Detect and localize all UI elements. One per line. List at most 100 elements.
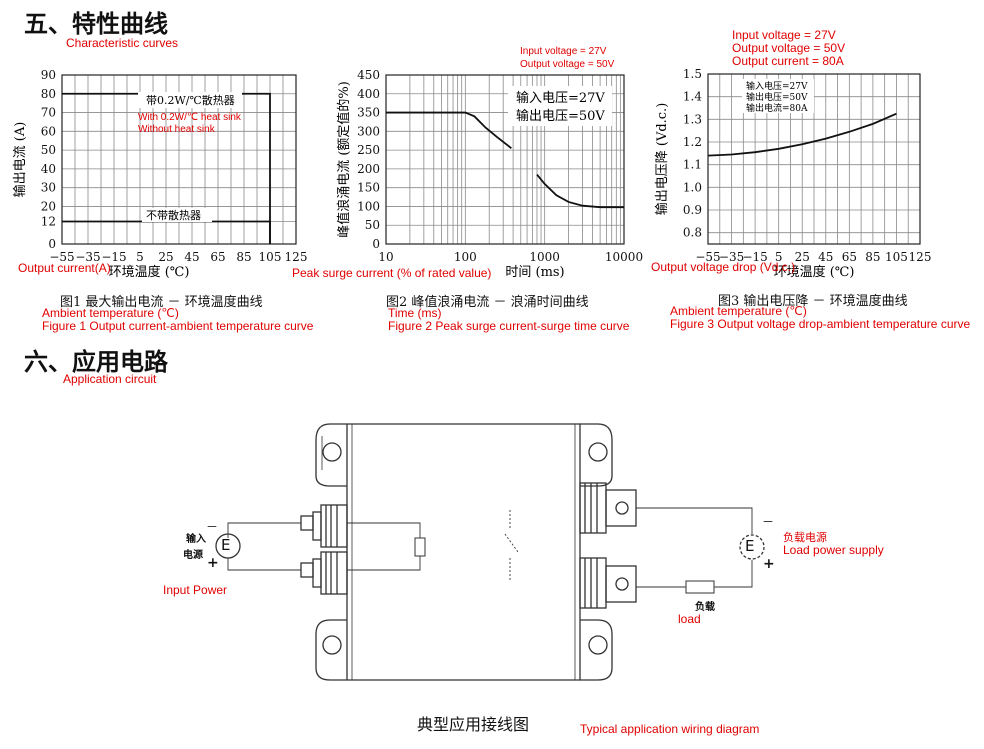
legend-line: 输出电压=50V [516,108,605,124]
y-tick-label: 1.4 [683,90,702,104]
load-cn: 负载 [695,602,715,613]
input-minus-sign: － [206,520,219,534]
y-tick-label: 60 [41,124,56,138]
y-tick-label: 20 [41,199,56,213]
input-source [215,533,241,559]
input-label-1: 输入 [186,534,206,545]
circuit-caption-en: Typical application wiring diagram [580,722,760,736]
y-tick-label: 70 [41,106,56,120]
x-axis-label: 环境温度 (℃) [774,264,855,280]
y-tick-label: 0 [372,237,380,251]
y-axis-label: 输出电压降 (Vd.c.) [654,103,670,216]
fig2-caption-en-1: Time (ms) [388,306,442,320]
input-source-symbol: E [221,536,231,554]
x-tick-label: −15 [742,250,767,264]
y-tick-label: 200 [357,162,380,176]
plot-frame [61,74,297,245]
x-axis-label: 环境温度 (℃) [109,264,190,280]
y-tick-label: 250 [357,143,380,157]
x-tick-label: −15 [101,250,126,264]
internal-resistor [414,537,426,557]
fig1-ylabel-en: Output current(A) [18,261,111,275]
fig2-ylabel-en: Peak surge current (% of rated value) [292,266,492,280]
input-terminal-positive [300,504,348,548]
series-line-2 [62,220,271,244]
section-6-subtitle: Application circuit [63,372,157,386]
fig2-top-note-1: Input voltage = 27V [520,46,607,57]
x-tick-label: −35 [75,250,100,264]
x-axis-label: 时间 (ms) [505,265,564,280]
y-tick-label: 300 [357,124,380,138]
y-tick-label: 400 [357,87,380,101]
circuit-caption: 典型应用接线图 [417,715,530,734]
legend-line: 输入电压=27V [516,90,605,106]
label-background [138,92,242,108]
x-tick-label: 5 [136,250,144,264]
x-tick-label: 10000 [605,250,643,264]
load-supply-en: Load power supply [783,543,884,557]
y-tick-label: 0.8 [683,226,702,240]
y-axis-label: 输出电流 (A) [12,122,28,198]
internal-switch [504,510,519,580]
x-tick-label: 105 [259,250,282,264]
legend-line: 输入电压=27V [746,80,808,92]
y-tick-label: 1.1 [683,158,702,172]
section-5-subtitle: Characteristic curves [66,36,179,50]
series-line-1 [386,111,512,149]
plot-frame [707,73,921,245]
y-tick-label: 50 [41,143,56,157]
series-label-with-heatsink-en: With 0.2W/℃ heat sink [138,112,242,123]
load-resistor [685,580,715,594]
x-tick-label: 25 [795,250,810,264]
y-tick-label: 12 [41,214,56,228]
load-en: load [678,612,701,626]
x-tick-label: −55 [695,250,720,264]
input-plus-sign: + [207,555,219,571]
input-power-en: Input Power [163,583,228,597]
y-tick-label: 350 [357,106,380,120]
y-tick-label: 0 [48,237,56,251]
input-terminal-negative [300,551,348,595]
load-supply-symbol: E [745,537,755,555]
y-tick-label: 50 [365,218,380,232]
fig3-caption-en-2: Figure 3 Output voltage drop-ambient tem… [670,317,971,331]
legend-line: 输出电压=50V [746,91,808,103]
plot-frame [385,74,625,245]
x-tick-label: 65 [842,250,857,264]
x-tick-label: 125 [285,250,308,264]
x-tick-label: −55 [49,250,74,264]
legend-line: 输出电流=80A [746,102,808,114]
fig3-top-note-3: Output current = 80A [732,54,844,68]
legend-background [742,79,814,113]
y-tick-label: 150 [357,181,380,195]
label-background [142,208,212,222]
series-line-1 [707,112,897,157]
x-tick-label: 45 [184,250,199,264]
x-tick-label: 85 [865,250,880,264]
fig3-ylabel-en: Output voltage drop (Vd.c.) [651,260,796,274]
y-tick-label: 1.2 [683,135,702,149]
series-label-without-heatsink-en: Without heat sink [138,124,216,135]
fig3-top-note-1: Input voltage = 27V [732,28,836,42]
fig3-top-note-2: Output voltage = 50V [732,41,846,55]
fig1-caption: 图1 最大输出电流 － 环境温度曲线 [60,295,263,310]
series-label-with-heatsink: 带0.2W/℃散热器 [146,93,235,107]
x-tick-label: 105 [885,250,908,264]
x-tick-label: 5 [775,250,783,264]
series-line-2 [536,173,624,209]
fig1-caption-en-1: Ambient temperature (℃) [42,306,179,320]
x-tick-label: 85 [236,250,251,264]
output-terminal-bottom [579,557,637,609]
fig3-caption: 图3 输出电压降 － 环境温度曲线 [718,294,908,309]
y-tick-label: 0.9 [683,203,702,217]
fig2-caption-en-2: Figure 2 Peak surge current-surge time c… [388,319,630,333]
y-tick-label: 30 [41,181,56,195]
x-tick-label: 25 [158,250,173,264]
section-6-title: 六、应用电路 [24,347,168,376]
fig3-caption-en-1: Ambient temperature (℃) [670,304,807,318]
series-line-1 [62,92,271,244]
load-plus-sign: + [763,556,775,572]
